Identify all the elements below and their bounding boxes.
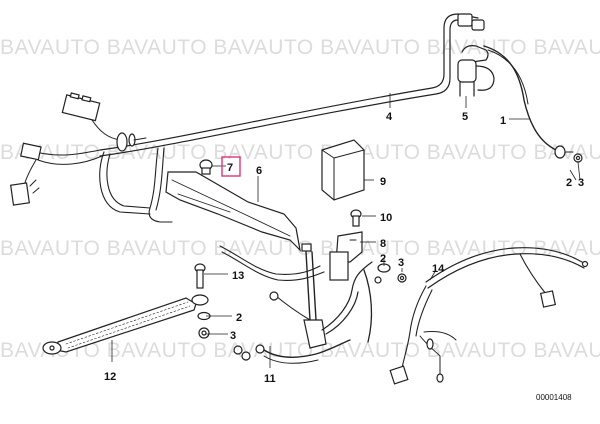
callout-8: 8 bbox=[380, 238, 386, 250]
callout-5: 5 bbox=[462, 111, 468, 123]
callout-7: 7 bbox=[227, 162, 233, 174]
callout-14: 14 bbox=[432, 263, 445, 275]
callout-11: 11 bbox=[264, 373, 276, 385]
connector-cluster-left bbox=[10, 92, 147, 206]
harness-14 bbox=[389, 247, 589, 385]
fasteners-lower-left bbox=[194, 263, 251, 361]
callout-10: 10 bbox=[380, 212, 392, 224]
rod-assembly bbox=[301, 243, 373, 349]
callout-2: 2 bbox=[236, 312, 242, 324]
ground-strap-12 bbox=[42, 294, 209, 355]
callout-3: 3 bbox=[398, 257, 404, 269]
main-harness bbox=[99, 13, 479, 223]
leader-lines bbox=[111, 93, 581, 368]
callouts: 1 2 3 4 5 6 7 9 10 8 2 3 11 12 13 2 3 14… bbox=[104, 111, 584, 402]
bolt-10 bbox=[350, 209, 362, 227]
callout-1: 1 bbox=[500, 115, 506, 127]
callout-12: 12 bbox=[104, 371, 116, 383]
callout-2: 2 bbox=[566, 177, 572, 189]
cable-11 bbox=[255, 339, 351, 364]
clip-assembly bbox=[457, 13, 495, 97]
bracket-8 bbox=[329, 231, 363, 281]
callout-13: 13 bbox=[232, 270, 244, 282]
callout-3: 3 bbox=[578, 177, 584, 189]
callout-4: 4 bbox=[386, 111, 393, 123]
bolt-7 bbox=[199, 159, 213, 175]
diagram-reference: 00001408 bbox=[536, 393, 572, 402]
callout-6: 6 bbox=[256, 165, 262, 177]
highlight-box bbox=[221, 156, 241, 177]
callout-9: 9 bbox=[380, 176, 386, 188]
cable-1 bbox=[483, 45, 583, 163]
bracket-6 bbox=[165, 171, 301, 252]
callout-2: 2 bbox=[380, 253, 386, 265]
callout-3: 3 bbox=[230, 330, 236, 342]
lower-harness bbox=[219, 245, 382, 343]
module-9 bbox=[321, 139, 365, 201]
